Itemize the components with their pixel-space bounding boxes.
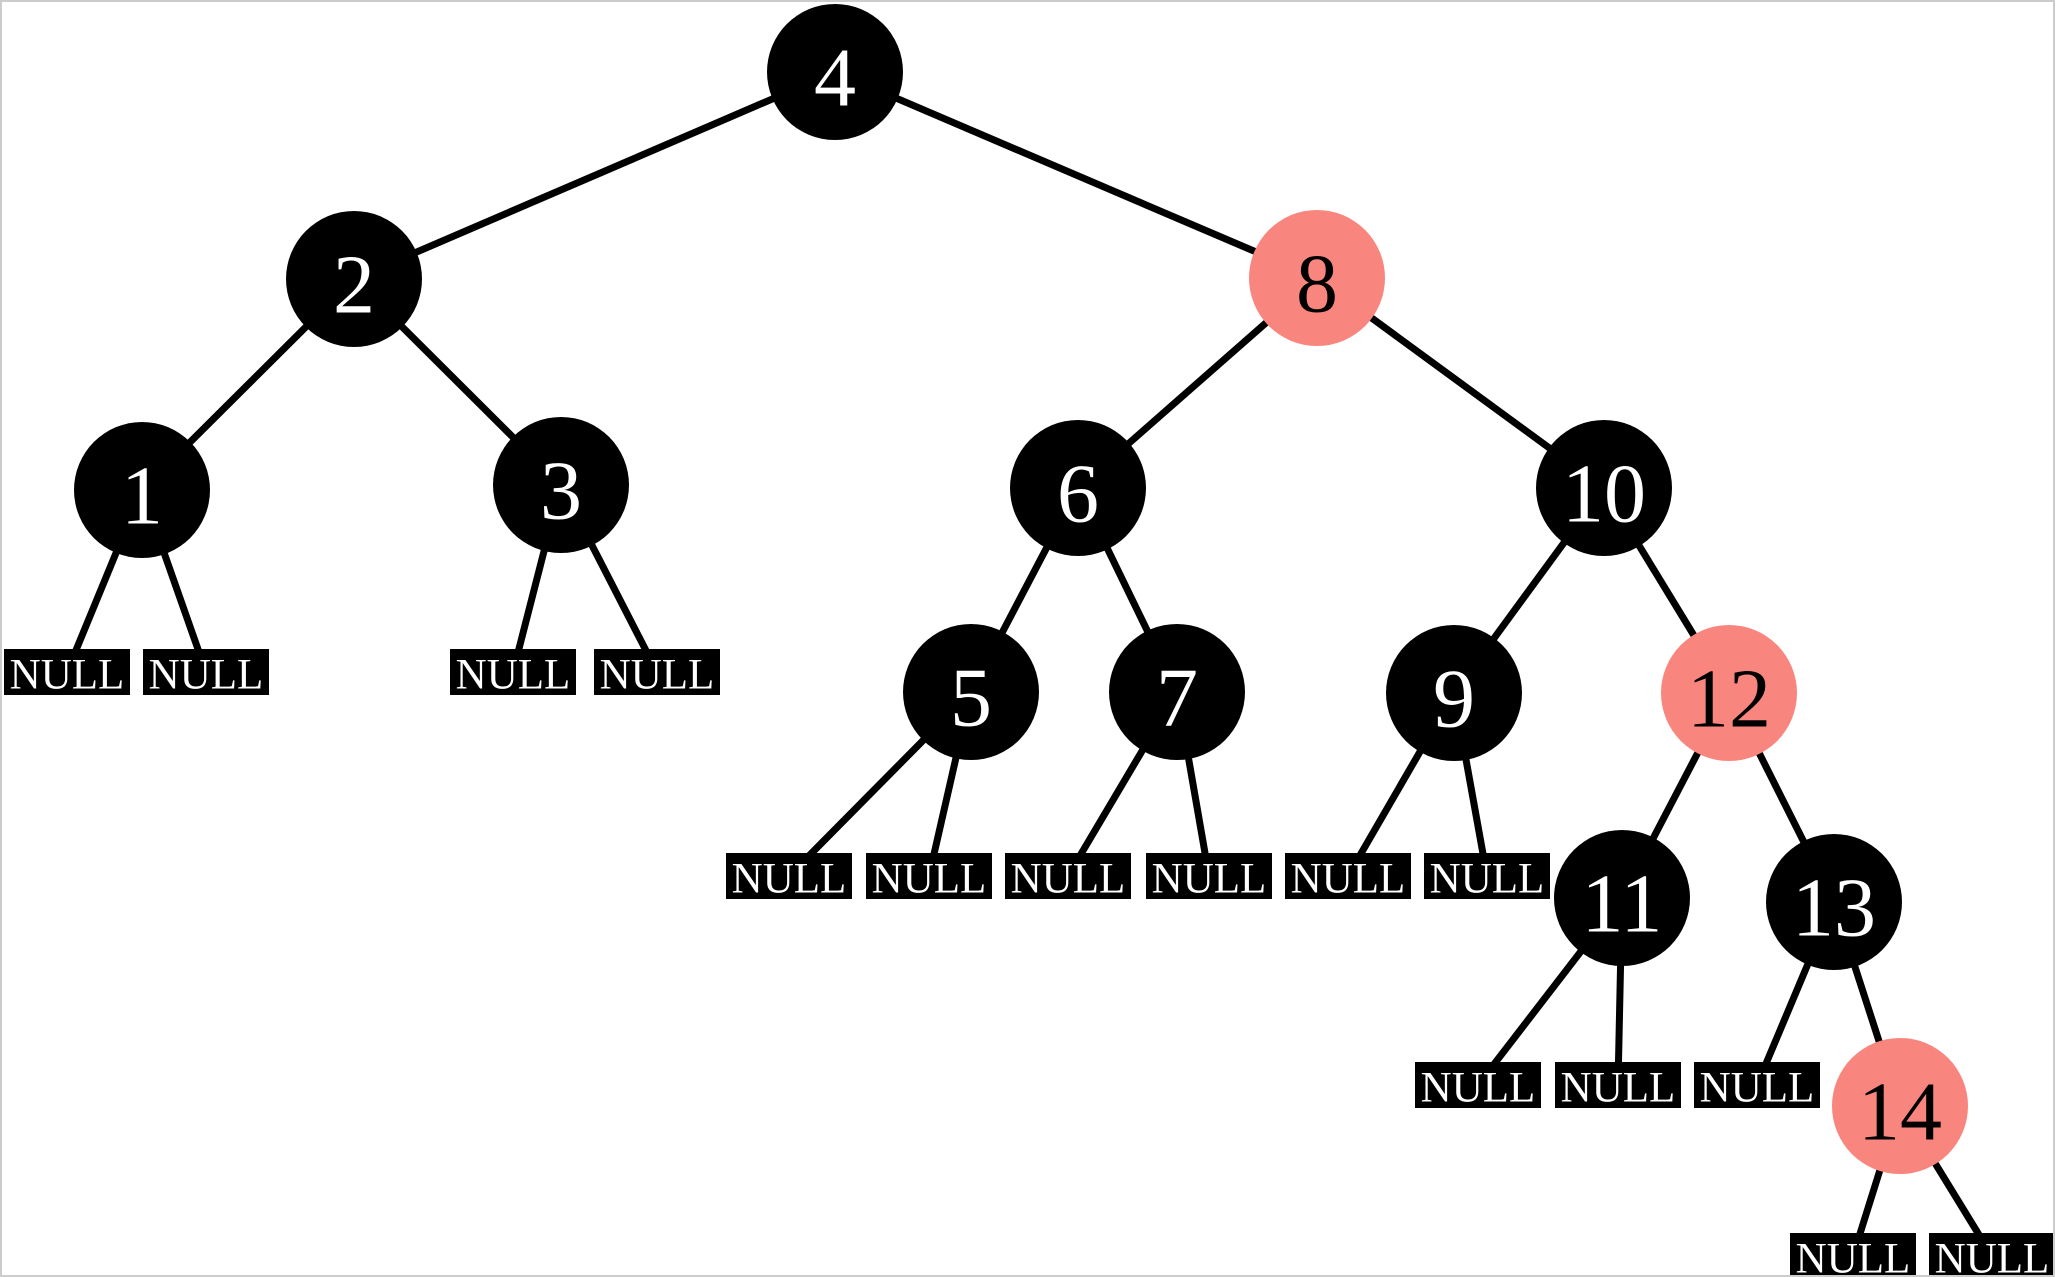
tree-node-13: 13: [1766, 834, 1902, 970]
null-leaf-box: [866, 853, 992, 899]
tree-node-circle-14: [1832, 1038, 1968, 1174]
tree-node-12: 12: [1661, 625, 1797, 761]
tree-node-5: 5: [903, 624, 1039, 760]
tree-node-1: 1: [74, 422, 210, 558]
null-leaf-label: NULL: [1421, 1065, 1536, 1112]
null-leaf-box: [1285, 853, 1411, 899]
null-leaf-box: [1146, 853, 1272, 899]
tree-node-6: 6: [1010, 420, 1146, 556]
null-leaf-label: NULL: [1152, 856, 1267, 903]
null-leaf-label: NULL: [1291, 856, 1406, 903]
tree-node-circle-2: [286, 211, 422, 347]
null-leaf-label: NULL: [456, 652, 571, 699]
tree-node-9: 9: [1386, 625, 1522, 761]
null-leaf-box: [726, 853, 852, 899]
tree-node-8: 8: [1249, 210, 1385, 346]
tree-node-circle-6: [1010, 420, 1146, 556]
null-leaf-null-14R: NULL: [1929, 1233, 2053, 1275]
tree-node-label-13: 13: [1792, 862, 1876, 955]
null-leaf-null-13L: NULL: [1694, 1062, 1820, 1112]
tree-node-label-2: 2: [333, 239, 375, 332]
tree-node-label-1: 1: [121, 450, 163, 543]
tree-node-circle-10: [1536, 420, 1672, 556]
null-leaf-label: NULL: [1935, 1236, 2050, 1276]
tree-node-label-9: 9: [1433, 653, 1475, 746]
tree-node-label-6: 6: [1057, 448, 1099, 541]
edge-4-2: [352, 68, 837, 283]
tree-node-label-14: 14: [1858, 1066, 1942, 1159]
tree-node-label-12: 12: [1687, 653, 1771, 746]
null-leaf-null-11R: NULL: [1555, 1062, 1681, 1112]
null-leaf-label: NULL: [1700, 1065, 1815, 1112]
null-leaf-null-7L: NULL: [1005, 853, 1131, 903]
tree-node-11: 11: [1554, 830, 1690, 966]
null-leaf-null-1L: NULL: [4, 649, 130, 699]
null-leaf-box: [1694, 1062, 1820, 1108]
tree-node-circle-12: [1661, 625, 1797, 761]
null-leaf-box: [1790, 1233, 1916, 1275]
tree-node-14: 14: [1832, 1038, 1968, 1174]
tree-node-label-10: 10: [1562, 448, 1646, 541]
tree-node-label-5: 5: [950, 652, 992, 745]
null-leaf-label: NULL: [732, 856, 847, 903]
tree-node-circle-5: [903, 624, 1039, 760]
null-leaf-label: NULL: [1561, 1065, 1676, 1112]
null-leaf-box: [4, 649, 130, 695]
null-leaf-null-11L: NULL: [1415, 1062, 1541, 1112]
tree-node-circle-3: [493, 417, 629, 553]
tree-node-circle-11: [1554, 830, 1690, 966]
null-leaf-box: [594, 649, 720, 695]
null-leaf-label: NULL: [10, 652, 125, 699]
null-leaf-box: [1555, 1062, 1681, 1108]
null-leaf-null-3L: NULL: [450, 649, 576, 699]
null-leaf-box: [143, 649, 269, 695]
null-leaf-null-5R: NULL: [866, 853, 992, 903]
null-leaf-box: [1005, 853, 1131, 899]
tree-node-label-11: 11: [1582, 858, 1663, 951]
tree-node-2: 2: [286, 211, 422, 347]
tree-node-circle-9: [1386, 625, 1522, 761]
null-leaf-box: [1929, 1233, 2053, 1275]
tree-node-4: 4: [767, 4, 903, 140]
tree-node-circle-1: [74, 422, 210, 558]
edge-4-8: [833, 68, 1319, 282]
null-leaf-null-1R: NULL: [143, 649, 269, 699]
null-leaf-null-5L: NULL: [726, 853, 852, 903]
null-leaf-null-9L: NULL: [1285, 853, 1411, 903]
null-leaf-box: [1424, 853, 1550, 899]
null-leaf-label: NULL: [1011, 856, 1126, 903]
tree-node-circle-13: [1766, 834, 1902, 970]
null-leaf-null-3R: NULL: [594, 649, 720, 699]
null-leaf-label: NULL: [872, 856, 987, 903]
tree-node-circle-8: [1249, 210, 1385, 346]
null-leaf-label: NULL: [149, 652, 264, 699]
null-leaf-label: NULL: [1430, 856, 1545, 903]
tree-node-label-7: 7: [1156, 652, 1198, 745]
tree-node-circle-4: [767, 4, 903, 140]
null-leaf-label: NULL: [1796, 1236, 1911, 1276]
null-leaf-box: [450, 649, 576, 695]
tree-node-10: 10: [1536, 420, 1672, 556]
tree-node-label-3: 3: [540, 445, 582, 538]
tree-node-3: 3: [493, 417, 629, 553]
tree-node-label-4: 4: [814, 32, 856, 125]
null-leaf-label: NULL: [600, 652, 715, 699]
tree-node-label-8: 8: [1296, 238, 1338, 331]
null-leaf-null-9R: NULL: [1424, 853, 1550, 903]
null-leaf-null-7R: NULL: [1146, 853, 1272, 903]
null-leaf-box: [1415, 1062, 1541, 1108]
tree-node-7: 7: [1109, 624, 1245, 760]
null-leaf-null-14L: NULL: [1790, 1233, 1916, 1275]
tree-node-circle-7: [1109, 624, 1245, 760]
